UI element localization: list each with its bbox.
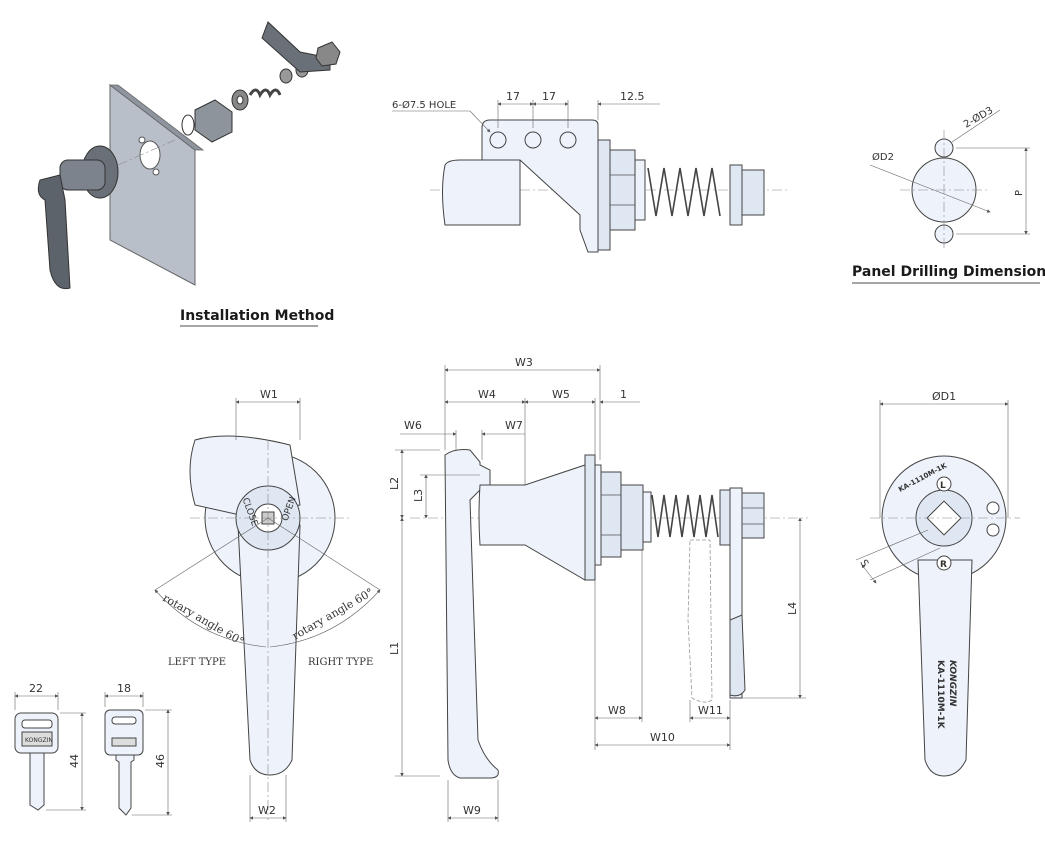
spring [248,88,282,99]
dim-w9: W9 [463,804,481,817]
panel-drilling-view: ØD2 2-ØD3 P Panel Drilling Dimensions [852,104,1045,284]
dim-17-a: 17 [506,90,520,103]
dim-l1: L1 [388,642,401,655]
key-1-height: 44 [68,754,81,768]
side-cam-alt-position [687,539,713,703]
top-side-view: 17 17 12.5 6-Ø7.5 HOLE [392,90,790,253]
key-2-width: 18 [117,682,131,695]
installation-caption: Installation Method [180,308,334,324]
right-type-label: RIGHT TYPE [308,657,373,668]
top-body-plate [481,119,599,253]
side-view: W3 W4 W5 1 W6 W7 L1 L2 L3 L4 [388,356,808,822]
keys: KONGZIN 22 44 18 46 [14,682,172,816]
rotary-right-label: rotary angle 60° [290,586,376,643]
cam-plate [261,21,331,73]
hole-note: 6-Ø7.5 HOLE [392,99,456,111]
hex-nut [194,99,233,143]
dim-w5: W5 [552,388,570,401]
dim-w6: W6 [404,419,422,432]
dim-w8: W8 [608,704,626,717]
dim-17-b: 17 [542,90,556,103]
key-1-brand: KONGZIN [25,737,53,744]
dim-l2: L2 [388,477,401,490]
key-2-blade [115,754,135,816]
side-body [478,464,586,581]
rotary-left-label: rotary angle 60° [161,591,247,648]
dim-s: S [857,558,870,569]
side-hex-nut [600,471,622,558]
dim-l4: L4 [786,602,799,615]
dim-1: 1 [620,388,627,401]
plate-hole-2 [524,131,542,149]
drill-d2-label: ØD2 [872,151,894,163]
key-1-blade [29,752,45,811]
rear-view: L R KA-1110M-1K KONGZIN KA-1110M-1K ØD1 … [855,390,1020,777]
side-handle [444,449,499,779]
dim-w1: W1 [260,388,278,401]
plate-hole-3 [559,131,577,149]
rear-model: KA-1110M-1K [935,660,945,730]
key-2-height: 46 [154,754,167,768]
dim-l3: L3 [412,489,425,502]
panel-drilling-caption: Panel Drilling Dimensions [852,264,1045,280]
top-hex-nut [609,149,636,231]
dim-w4: W4 [478,388,496,401]
top-spring [647,167,721,217]
dim-w10: W10 [650,731,675,744]
rear-brand: KONGZIN [947,660,957,707]
rear-handle [917,559,973,777]
rear-r-mark: R [940,560,947,570]
dim-w3: W3 [515,356,533,369]
drill-d3-label: 2-ØD3 [962,104,996,130]
front-handle-lever [237,524,301,776]
installation-illustration: Installation Method [37,21,341,327]
rear-l-mark: L [940,481,946,491]
front-view: CLOSE OPEN rotary angle 60° rotary angle… [154,388,381,822]
dim-d1: ØD1 [932,390,956,403]
dim-12-5: 12.5 [620,90,645,103]
dim-w7: W7 [505,419,523,432]
side-spring [651,494,719,538]
key-1-width: 22 [29,682,43,695]
left-type-label: LEFT TYPE [168,657,226,668]
top-handle-body [442,159,521,226]
side-flange [584,454,596,581]
handle-3d [37,174,71,290]
dim-w11: W11 [698,704,723,717]
dim-w2: W2 [258,804,276,817]
plate-hole-1 [489,131,507,149]
drill-p-label: P [1014,190,1025,196]
